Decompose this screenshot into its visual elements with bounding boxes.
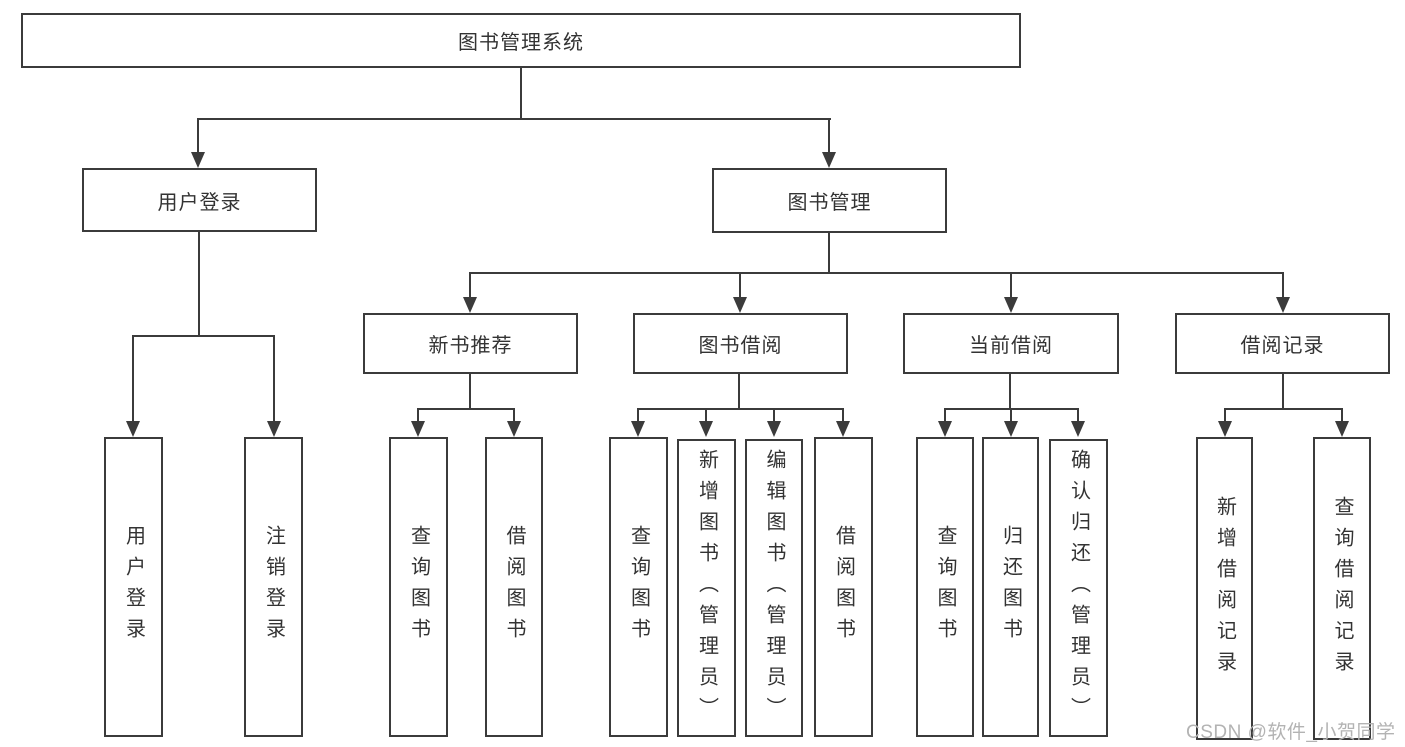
leaf-label: 注销登录 [262, 525, 285, 649]
connector-to-leaf [513, 408, 515, 424]
leaf-add-borrow-record: 新增借阅记录 [1196, 437, 1253, 740]
arrow-down-icon [1004, 297, 1018, 313]
arrow-down-icon [411, 421, 425, 437]
connector-to-leaf [773, 408, 775, 424]
node-label: 用户登录 [157, 191, 242, 214]
leaf-label: 借阅图书 [503, 525, 525, 649]
arrow-down-icon [463, 297, 477, 313]
csdn-watermark: CSDN @软件_小贺同学 [1186, 722, 1396, 743]
connector-root-branch [197, 118, 831, 120]
leaf-borrow-books: 借阅图书 [485, 437, 543, 737]
arrow-down-icon [733, 297, 747, 313]
node-label: 图书管理 [787, 192, 872, 214]
arrow-down-icon [126, 421, 140, 437]
node-library-management-system: 图书管理系统 [21, 13, 1021, 68]
node-new-book-recommend: 新书推荐 [363, 313, 578, 374]
arrow-down-icon [767, 421, 781, 437]
arrow-down-icon [267, 421, 281, 437]
leaf-query-books: 查询图书 [389, 437, 448, 737]
node-borrow-records: 借阅记录 [1175, 313, 1390, 374]
node-label: 图书借阅 [698, 335, 783, 357]
leaf-label: 编辑图书（管理员） [763, 448, 785, 728]
connector-to-leaf [944, 408, 946, 424]
arrow-down-icon [1276, 297, 1290, 313]
connector-branch [417, 408, 515, 410]
leaf-query-books: 查询图书 [916, 437, 974, 737]
arrow-down-icon [1218, 421, 1232, 437]
node-user-login: 用户登录 [82, 168, 317, 232]
arrow-down-icon [822, 152, 836, 168]
arrow-down-icon [191, 152, 205, 168]
connector-user-login-stem [198, 232, 200, 335]
connector-to-book-management [828, 118, 830, 154]
connector-to-borrow-records [1282, 272, 1284, 299]
node-current-borrow: 当前借阅 [903, 313, 1119, 374]
leaf-label: 查询图书 [627, 525, 650, 649]
leaf-add-books-admin: 新增图书（管理员） [677, 439, 736, 737]
leaf-label: 查询图书 [407, 525, 430, 649]
arrow-down-icon [1335, 421, 1349, 437]
connector-to-leaf [1010, 408, 1012, 424]
connector-stem [738, 374, 740, 408]
connector-book-management-stem [828, 233, 830, 272]
node-book-borrow: 图书借阅 [633, 313, 848, 374]
connector-to-book-borrow [739, 272, 741, 299]
connector-root-stem [520, 68, 522, 118]
leaf-label: 查询图书 [934, 525, 956, 649]
leaf-logout: 注销登录 [244, 437, 303, 737]
leaf-label: 用户登录 [122, 525, 145, 649]
node-book-management: 图书管理 [712, 168, 947, 233]
connector-to-leaf [637, 408, 639, 424]
connector-to-new-book [469, 272, 471, 299]
arrow-down-icon [938, 421, 952, 437]
leaf-confirm-return-admin: 确认归还（管理员） [1049, 439, 1108, 737]
connector-to-leaf [417, 408, 419, 424]
leaf-borrow-books: 借阅图书 [814, 437, 873, 737]
connector-to-leaf [705, 408, 707, 424]
leaf-edit-books-admin: 编辑图书（管理员） [745, 439, 803, 737]
leaf-label: 借阅图书 [832, 525, 855, 649]
leaf-query-borrow-record: 查询借阅记录 [1313, 437, 1371, 740]
connector-to-current-borrow [1010, 272, 1012, 299]
connector-branch [1224, 408, 1343, 410]
arrow-down-icon [507, 421, 521, 437]
connector-user-login-branch [132, 335, 275, 337]
connector-to-leaf [842, 408, 844, 424]
arrow-down-icon [631, 421, 645, 437]
connector-to-leaf [1224, 408, 1226, 424]
node-label: 图书管理系统 [458, 32, 584, 54]
node-label: 新书推荐 [428, 335, 513, 357]
connector-branch [637, 408, 844, 410]
connector-stem [1282, 374, 1284, 408]
node-label: 当前借阅 [969, 335, 1053, 357]
arrow-down-icon [836, 421, 850, 437]
connector-stem [469, 374, 471, 408]
connector-to-user-login [197, 118, 199, 154]
connector-to-leaf [1077, 408, 1079, 424]
connector-book-management-branch [469, 272, 1284, 274]
connector-to-leaf [273, 335, 275, 423]
leaf-label: 新增图书（管理员） [695, 448, 718, 728]
connector-to-leaf [1341, 408, 1343, 424]
arrow-down-icon [699, 421, 713, 437]
leaf-return-books: 归还图书 [982, 437, 1039, 737]
node-label: 借阅记录 [1240, 335, 1325, 357]
leaf-user-login: 用户登录 [104, 437, 163, 737]
leaf-label: 新增借阅记录 [1213, 495, 1236, 682]
leaf-label: 归还图书 [999, 525, 1022, 649]
arrow-down-icon [1004, 421, 1018, 437]
leaf-query-books: 查询图书 [609, 437, 668, 737]
connector-stem [1009, 374, 1011, 408]
connector-to-leaf [132, 335, 134, 423]
arrow-down-icon [1071, 421, 1085, 437]
leaf-label: 查询借阅记录 [1331, 495, 1353, 682]
leaf-label: 确认归还（管理员） [1067, 448, 1090, 728]
